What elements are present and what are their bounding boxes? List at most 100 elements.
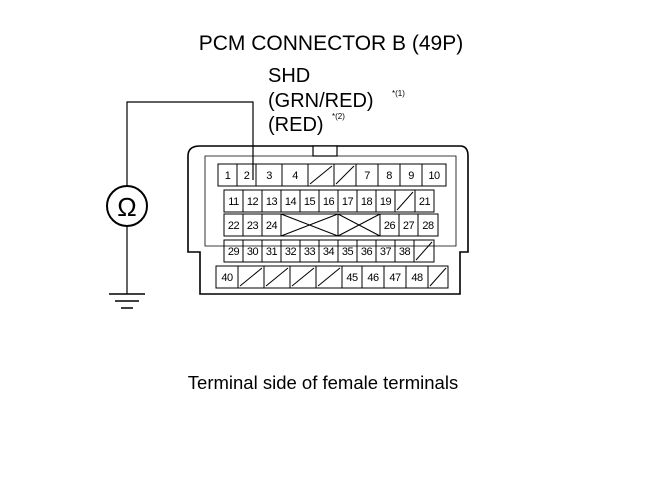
terminal-1: 1 [217, 163, 238, 187]
terminal-23: 23 [242, 213, 263, 237]
terminal-label: 40 [221, 272, 233, 284]
terminal-40: 40 [215, 265, 239, 289]
terminal-label: 8 [386, 170, 392, 182]
terminal-label: 32 [285, 246, 297, 258]
terminal-7: 7 [355, 163, 379, 187]
terminal-4: 4 [281, 163, 309, 187]
terminal-label: 45 [346, 272, 358, 284]
terminal-blank [289, 265, 317, 289]
terminal-label: 22 [228, 220, 240, 232]
terminal-label: 38 [399, 246, 411, 258]
terminal-18: 18 [356, 189, 377, 213]
terminal-cavity-blank [280, 213, 339, 237]
terminal-35: 35 [337, 239, 358, 263]
wire-label-shd: SHD [268, 65, 310, 87]
terminal-8: 8 [377, 163, 401, 187]
terminal-label: 9 [408, 170, 414, 182]
terminal-label: 46 [367, 272, 379, 284]
wire-label-note-2: *(2) [332, 112, 345, 121]
terminal-19: 19 [375, 189, 396, 213]
terminal-3: 3 [255, 163, 283, 187]
terminal-13: 13 [261, 189, 282, 213]
terminal-16: 16 [318, 189, 339, 213]
terminal-26: 26 [379, 213, 400, 237]
terminal-32: 32 [280, 239, 301, 263]
terminal-45: 45 [341, 265, 363, 289]
terminal-label: 12 [247, 196, 259, 208]
terminal-label: 36 [361, 246, 373, 258]
terminal-11: 11 [223, 189, 244, 213]
terminal-label: 48 [411, 272, 423, 284]
terminal-29: 29 [223, 239, 244, 263]
wire-label-red: (RED) [268, 114, 324, 136]
terminal-label: 34 [323, 246, 335, 258]
terminal-36: 36 [356, 239, 377, 263]
terminal-label: 28 [422, 220, 434, 232]
terminal-28: 28 [417, 213, 439, 237]
terminal-label: 2 [244, 170, 250, 182]
terminal-label: 3 [266, 170, 272, 182]
terminal-label: 47 [389, 272, 401, 284]
terminal-24: 24 [261, 213, 282, 237]
terminal-label: 14 [285, 196, 297, 208]
terminal-15: 15 [299, 189, 320, 213]
terminal-label: 30 [247, 246, 259, 258]
terminal-47: 47 [383, 265, 407, 289]
terminal-label: 23 [247, 220, 259, 232]
terminal-14: 14 [280, 189, 301, 213]
terminal-label: 17 [342, 196, 354, 208]
terminal-22: 22 [223, 213, 244, 237]
terminal-label: 29 [228, 246, 240, 258]
connector-inner-shell [204, 155, 457, 247]
terminal-label: 35 [342, 246, 354, 258]
terminal-17: 17 [337, 189, 358, 213]
terminal-27: 27 [398, 213, 419, 237]
terminal-37: 37 [375, 239, 396, 263]
terminal-blank [307, 163, 335, 187]
connector-shell [187, 145, 469, 295]
terminal-blank [427, 265, 449, 289]
diagram-caption: Terminal side of female terminals [188, 372, 458, 393]
terminal-10: 10 [421, 163, 447, 187]
terminal-33: 33 [299, 239, 320, 263]
terminal-label: 19 [380, 196, 392, 208]
terminal-9: 9 [399, 163, 423, 187]
terminal-label: 26 [384, 220, 396, 232]
terminal-label: 37 [380, 246, 392, 258]
connector-lock-tab [312, 145, 338, 157]
terminal-12: 12 [242, 189, 263, 213]
terminal-38: 38 [394, 239, 415, 263]
diagram-title: PCM CONNECTOR B (49P) [199, 32, 463, 55]
terminal-label: 24 [266, 220, 278, 232]
terminal-label: 33 [304, 246, 316, 258]
terminal-label: 31 [266, 246, 278, 258]
wire-label-note-1: *(1) [392, 89, 405, 98]
terminal-label: 18 [361, 196, 373, 208]
terminal-label: 11 [228, 196, 239, 208]
terminal-label: 21 [419, 196, 431, 208]
ground-icon [109, 293, 145, 309]
terminal-31: 31 [261, 239, 282, 263]
terminal-label: 4 [292, 170, 298, 182]
probe-wire-top [126, 101, 254, 186]
wire-label-grn-red: (GRN/RED) [268, 90, 374, 112]
terminal-label: 13 [266, 196, 278, 208]
terminal-blank [315, 265, 343, 289]
terminal-blank [333, 163, 357, 187]
terminal-48: 48 [405, 265, 429, 289]
terminal-blank [263, 265, 291, 289]
terminal-blank [394, 189, 416, 213]
ohm-icon: Ω [117, 192, 136, 222]
terminal-blank [237, 265, 265, 289]
terminal-label: 16 [323, 196, 335, 208]
terminal-label: 27 [403, 220, 415, 232]
terminal-label: 10 [428, 170, 440, 182]
terminal-34: 34 [318, 239, 339, 263]
terminal-blank [413, 239, 435, 263]
terminal-46: 46 [361, 265, 385, 289]
terminal-21: 21 [414, 189, 435, 213]
terminal-cavity-blank [337, 213, 381, 237]
terminal-30: 30 [242, 239, 263, 263]
